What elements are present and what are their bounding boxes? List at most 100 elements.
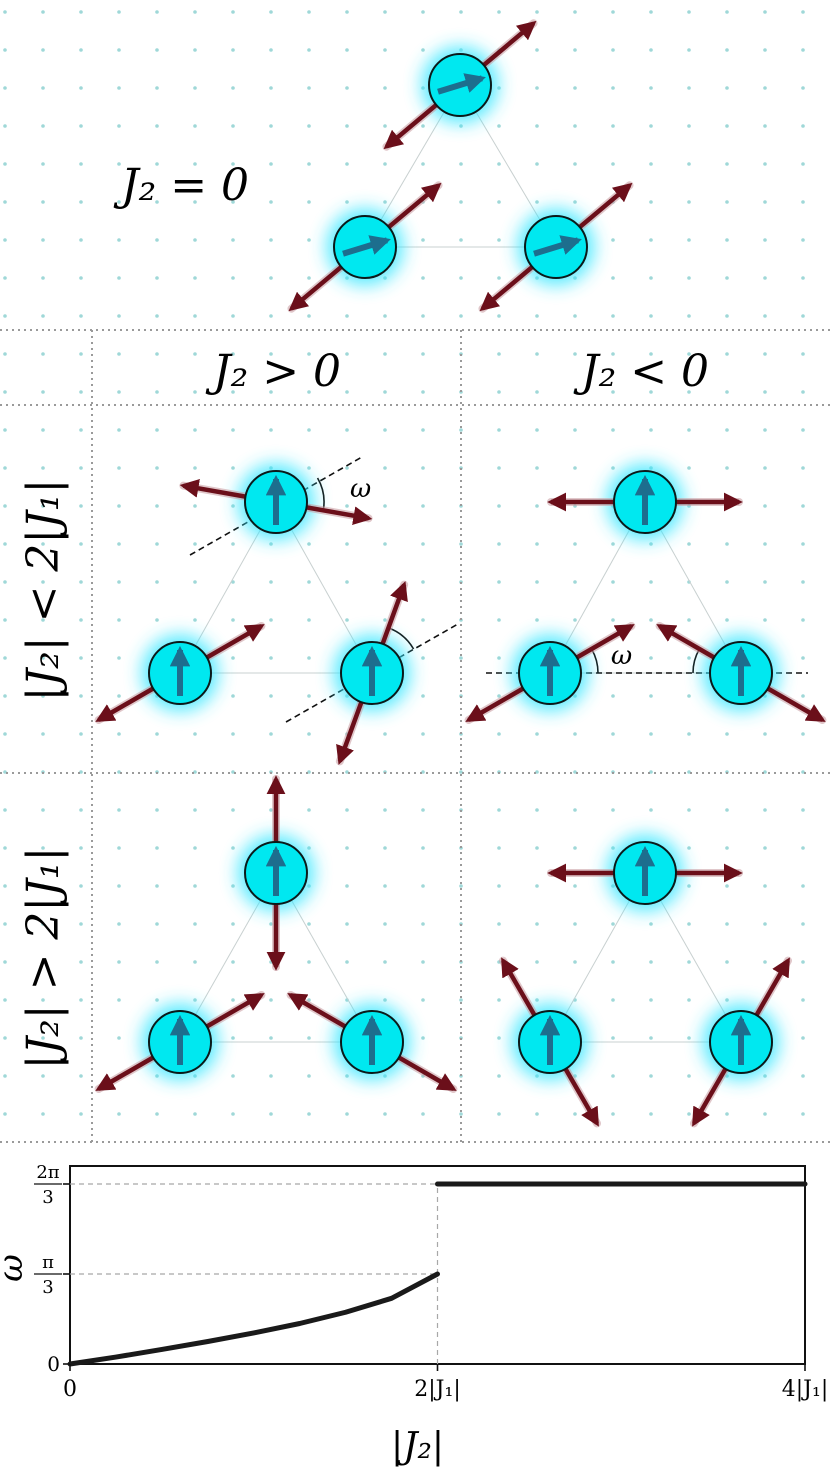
lattice-dot (687, 428, 691, 432)
lattice-dot (535, 998, 539, 1002)
lattice-dot (649, 998, 653, 1002)
lattice-dot (383, 732, 387, 736)
lattice-dot (345, 542, 349, 546)
lattice-dot (117, 998, 121, 1002)
lattice-dot (269, 276, 273, 280)
lattice-dot (3, 694, 7, 698)
lattice-dot (459, 314, 463, 318)
lattice-dot (801, 276, 805, 280)
lattice-dot (41, 86, 45, 90)
lattice-dot (307, 238, 311, 242)
lattice-dot (231, 618, 235, 622)
lattice-dot (155, 846, 159, 850)
lattice-dot (383, 352, 387, 356)
lattice-dot (801, 1074, 805, 1078)
lattice-dot (193, 846, 197, 850)
lattice-dot (307, 694, 311, 698)
lattice-dot (801, 200, 805, 204)
lattice-dot (383, 86, 387, 90)
lattice-dot (3, 466, 7, 470)
lattice-dot (231, 732, 235, 736)
lattice-dot (307, 200, 311, 204)
y-tick-label-den: 3 (42, 1277, 53, 1298)
lattice-dot (269, 732, 273, 736)
y-axis-label: ω (0, 1254, 31, 1282)
lattice-dot (307, 162, 311, 166)
lattice-dot (231, 48, 235, 52)
lattice-dot (41, 390, 45, 394)
lattice-dot (497, 1112, 501, 1116)
lattice-dot (41, 846, 45, 850)
lattice-dot (155, 466, 159, 470)
lattice-dot (193, 86, 197, 90)
lattice-dot (231, 276, 235, 280)
lattice-dot (611, 86, 615, 90)
lattice-dot (383, 922, 387, 926)
spin-site (690, 956, 792, 1128)
lattice-dot (801, 86, 805, 90)
lattice-dot (535, 1112, 539, 1116)
lattice-dot (687, 238, 691, 242)
lattice-dot (307, 466, 311, 470)
lattice-dot (687, 352, 691, 356)
lattice-dot (269, 390, 273, 394)
lattice-dot (763, 808, 767, 812)
lattice-dot (687, 314, 691, 318)
lattice-dot (155, 922, 159, 926)
lattice-dot (231, 770, 235, 774)
lattice-dot (155, 618, 159, 622)
lattice-dot (535, 162, 539, 166)
lattice-dot (801, 162, 805, 166)
lattice-dot (345, 390, 349, 394)
lattice-dot (231, 846, 235, 850)
lattice-dot (79, 10, 83, 14)
lattice-dot (421, 960, 425, 964)
lattice-dot (611, 1036, 615, 1040)
lattice-dot (383, 808, 387, 812)
spin-site (94, 991, 266, 1093)
lattice-dot (117, 466, 121, 470)
lattice-dot (725, 86, 729, 90)
lattice-dot (611, 314, 615, 318)
lattice-dot (459, 1112, 463, 1116)
lattice-dot (383, 162, 387, 166)
lattice-dot (345, 884, 349, 888)
lattice-dot (763, 162, 767, 166)
lattice-dot (3, 808, 7, 812)
lattice-dot (193, 922, 197, 926)
lattice-dot (725, 428, 729, 432)
lattice-dot (307, 542, 311, 546)
lattice-dot (497, 1036, 501, 1040)
lattice-dot (459, 276, 463, 280)
lattice-dot (801, 656, 805, 660)
lattice-dot (307, 808, 311, 812)
lattice-dot (383, 314, 387, 318)
lattice-dot (79, 1036, 83, 1040)
lattice-dot (269, 1036, 273, 1040)
lattice-dot (535, 124, 539, 128)
lattice-dot (117, 922, 121, 926)
lattice-dot (231, 884, 235, 888)
lattice-dot (307, 732, 311, 736)
lattice-dot (79, 276, 83, 280)
lattice-dot (725, 732, 729, 736)
lattice-dot (573, 48, 577, 52)
spin-site (334, 580, 410, 766)
lattice-dot (687, 200, 691, 204)
lattice-dot (3, 732, 7, 736)
lattice-dot (611, 238, 615, 242)
x-tick-label: 0 (63, 1377, 77, 1402)
lattice-dot (649, 10, 653, 14)
lattice-dot (117, 10, 121, 14)
lattice-dot (307, 846, 311, 850)
lattice-dot (535, 86, 539, 90)
lattice-dot (801, 1112, 805, 1116)
lattice-dot (345, 124, 349, 128)
lattice-dot (611, 846, 615, 850)
lattice-dot (763, 1074, 767, 1078)
lattice-dot (117, 1112, 121, 1116)
lattice-dot (345, 1112, 349, 1116)
lattice-dot (725, 846, 729, 850)
lattice-dot (193, 162, 197, 166)
lattice-dot (573, 314, 577, 318)
